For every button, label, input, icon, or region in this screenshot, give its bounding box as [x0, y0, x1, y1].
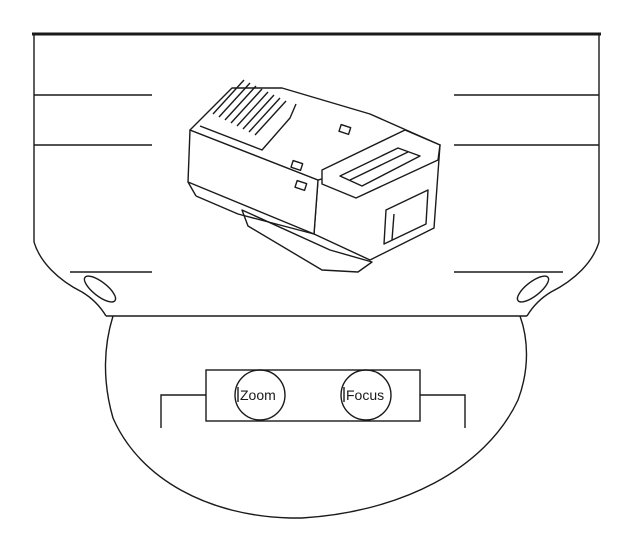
adjust-panel-frame [205, 369, 421, 422]
connector-latch [241, 209, 373, 273]
mount-slot-right [516, 275, 550, 303]
lens-adjust-panel [205, 369, 421, 422]
connector-pins [212, 79, 287, 136]
connector-boot-slot [339, 147, 421, 187]
camera-housing [32, 32, 601, 317]
connector-notch-1 [338, 123, 352, 136]
connector-notch-3 [294, 179, 308, 192]
connector-pin-lip [199, 103, 297, 151]
zoom-label: Zoom [240, 387, 276, 403]
connector-opening-inner [391, 213, 395, 241]
lens-bracket-left [160, 394, 206, 428]
lens-bracket-right [420, 394, 466, 428]
zoom-knob [234, 369, 286, 421]
housing-left-corner [33, 241, 107, 317]
connector-front-step [195, 195, 315, 235]
focus-label: Focus [346, 387, 384, 403]
connector-opening [383, 189, 429, 245]
connector-front-edge [187, 181, 197, 197]
rj45-connector [187, 79, 441, 273]
focus-knob [340, 369, 392, 421]
connector-boot-slot-line [349, 151, 409, 181]
housing-right-corner [526, 241, 600, 317]
dome-outline [104, 315, 528, 519]
camera-dome [104, 315, 528, 519]
connector-notch-2 [290, 159, 304, 172]
mount-slot-left [83, 275, 117, 303]
